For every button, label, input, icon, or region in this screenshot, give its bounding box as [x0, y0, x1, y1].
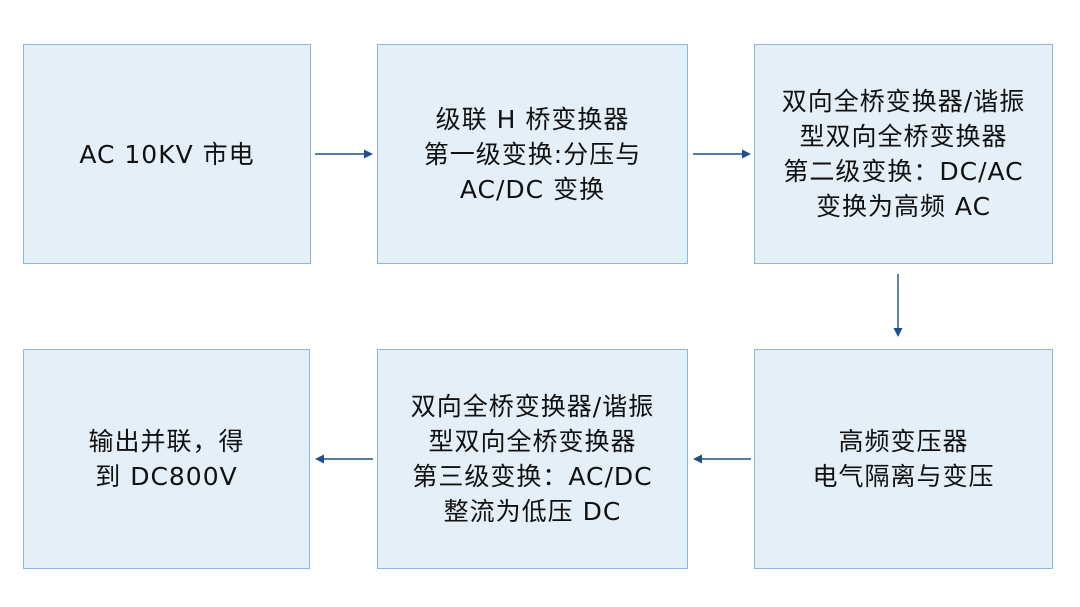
arrow-hbridge-to-stage2 [693, 149, 751, 159]
label-line: 高频变压器 [838, 427, 969, 456]
label-line: 到 DC800V [95, 462, 238, 491]
node-label: 输出并联，得 到 DC800V [88, 424, 244, 494]
label-line: 整流为低压 DC [443, 497, 622, 526]
node-label: 双向全桥变换器/谐振 型双向全桥变换器 第二级变换：DC/AC 变换为高频 AC [782, 84, 1025, 224]
label-line: 双向全桥变换器/谐振 [781, 87, 1026, 116]
label-line: 第二级变换：DC/AC [783, 157, 1024, 186]
label-line: 型双向全桥变换器 [799, 122, 1008, 151]
label-line: 第三级变换：AC/DC [412, 462, 653, 491]
node-stage2-dab: 双向全桥变换器/谐振 型双向全桥变换器 第二级变换：DC/AC 变换为高频 AC [754, 44, 1053, 264]
label-line: 第一级变换:分压与 [423, 139, 642, 169]
node-label: 高频变压器 电气隔离与变压 [812, 424, 994, 494]
label-line: 输出并联，得 [88, 427, 245, 456]
arrow-stage2-to-transformer [893, 274, 903, 337]
node-label: 双向全桥变换器/谐振 型双向全桥变换器 第三级变换：AC/DC 整流为低压 DC [411, 389, 654, 529]
label-line: 变换为高频 AC [815, 192, 992, 221]
label-line: 电气隔离与变压 [812, 462, 995, 491]
node-label: AC 10KV 市电 [79, 137, 254, 172]
arrow-stage3-to-output [315, 454, 373, 464]
label-line: AC 10KV 市电 [79, 139, 255, 169]
label-line: 双向全桥变换器/谐振 [410, 392, 655, 421]
label-line: AC/DC 变换 [459, 174, 606, 204]
arrow-ac-to-hbridge [315, 149, 373, 159]
node-label: 级联 H 桥变换器 第一级变换:分压与 AC/DC 变换 [424, 102, 641, 207]
label-line: 级联 H 桥变换器 [435, 104, 630, 134]
node-hf-transformer: 高频变压器 电气隔离与变压 [754, 349, 1053, 569]
node-cascaded-h-bridge: 级联 H 桥变换器 第一级变换:分压与 AC/DC 变换 [377, 44, 688, 264]
node-stage3-dab: 双向全桥变换器/谐振 型双向全桥变换器 第三级变换：AC/DC 整流为低压 DC [377, 349, 688, 569]
node-output-parallel: 输出并联，得 到 DC800V [23, 349, 310, 569]
node-ac-mains: AC 10KV 市电 [23, 44, 311, 264]
arrow-transformer-to-stage3 [693, 454, 751, 464]
label-line: 型双向全桥变换器 [428, 427, 637, 456]
